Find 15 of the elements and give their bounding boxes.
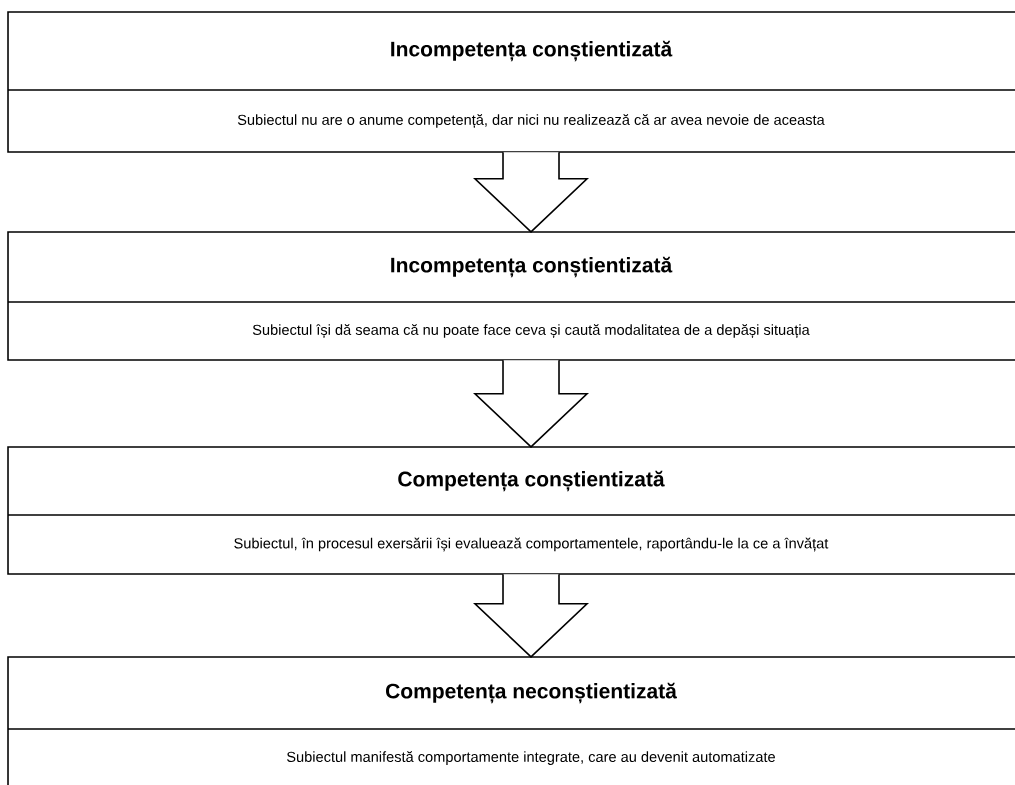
- stage-description: Subiectul nu are o anume competență, dar nici nu realizează că ar avea nevoie de aceasta: [237, 114, 825, 128]
- stage-heading: Competența conștientizată: [398, 470, 665, 492]
- block-arrow: [473, 359, 589, 448]
- stage-description: Subiectul își dă seama că nu poate face ceva și caută modalitatea de a depăși situația: [252, 324, 810, 338]
- stage-heading: Incompetența conștientizată: [391, 40, 673, 62]
- block-arrow: [473, 151, 589, 233]
- stage-heading: Competența neconștientizată: [386, 682, 677, 704]
- stage-description: Subiectul manifestă comportamente integrate, care au devenit automatizate: [286, 751, 775, 765]
- stage-description: Subiectul, în procesul exersării își evaluează comportamentele, raportându-le la ce a învățat: [234, 537, 829, 552]
- block-arrow: [473, 573, 589, 658]
- process-box: [7, 11, 1015, 153]
- process-box: [7, 231, 1015, 361]
- process-box: [7, 446, 1015, 575]
- process-box: [7, 656, 1015, 785]
- stage-heading: Incompetența conștientizată: [391, 256, 673, 278]
